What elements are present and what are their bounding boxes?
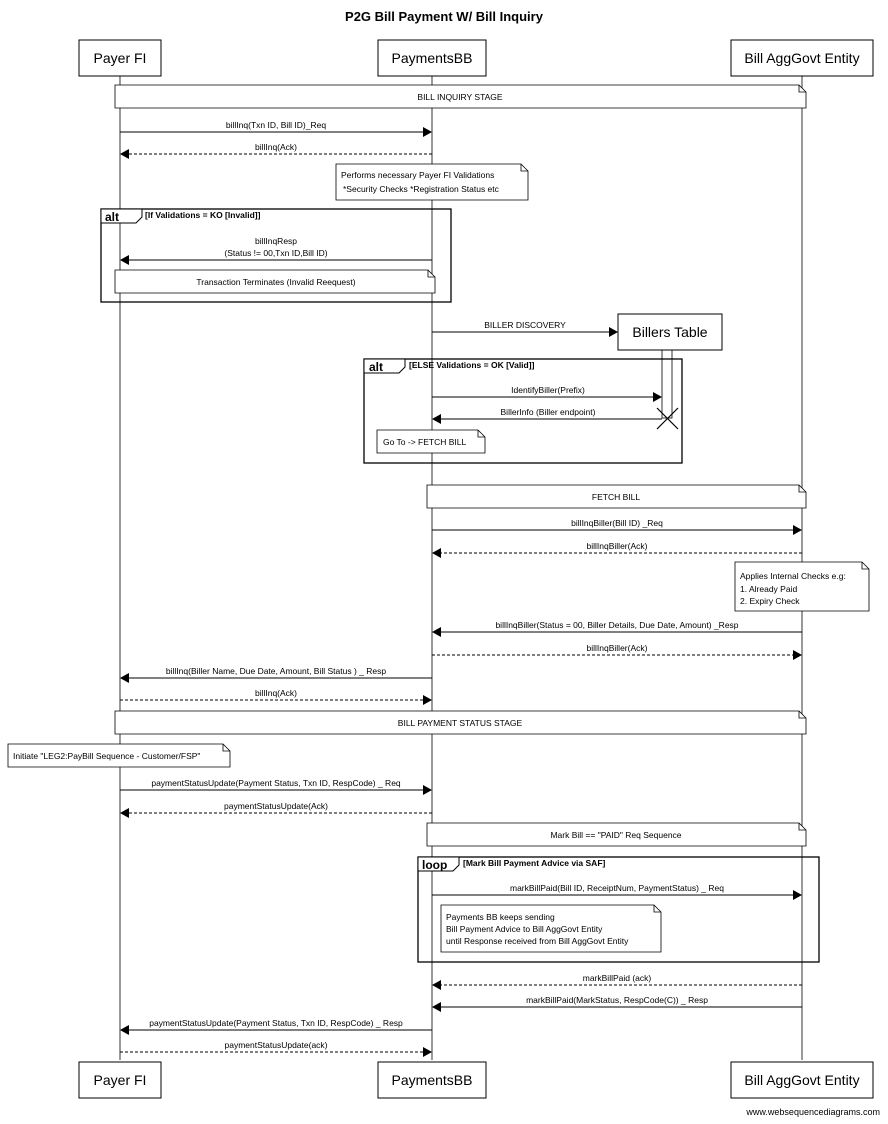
svg-text:BILL INQUIRY STAGE: BILL INQUIRY STAGE bbox=[417, 92, 503, 102]
svg-text:Payments BB keeps sending: Payments BB keeps sending bbox=[446, 912, 555, 922]
billers-table-activation bbox=[661, 349, 673, 419]
message-payment-status-update-req: paymentStatusUpdate(Payment Status, Txn … bbox=[120, 778, 432, 795]
message-biller-info: BillerInfo (Biller endpoint) bbox=[432, 407, 662, 424]
note-validations: Performs necessary Payer FI Validations … bbox=[335, 163, 529, 201]
svg-text:paymentStatusUpdate(Ack): paymentStatusUpdate(Ack) bbox=[224, 801, 328, 811]
billers-table-destroy-icon bbox=[656, 407, 679, 430]
svg-text:billInq(Txn ID, Bill ID)_Req: billInq(Txn ID, Bill ID)_Req bbox=[226, 120, 326, 130]
svg-text:Performs necessary Payer FI Va: Performs necessary Payer FI Validations bbox=[341, 170, 494, 180]
svg-text:loop: loop bbox=[422, 858, 447, 872]
svg-text:Mark Bill == "PAID" Req Sequen: Mark Bill == "PAID" Req Sequence bbox=[550, 830, 681, 840]
message-mark-bill-paid-resp: markBillPaid(MarkStatus, RespCode(C)) _ … bbox=[432, 995, 802, 1012]
svg-text:Initiate "LEG2:PayBill Sequenc: Initiate "LEG2:PayBill Sequence - Custom… bbox=[13, 751, 200, 761]
svg-text:alt: alt bbox=[369, 360, 383, 374]
svg-text:Go To -> FETCH BILL: Go To -> FETCH BILL bbox=[383, 437, 466, 447]
svg-text:(Status != 00,Txn ID,Bill ID): (Status != 00,Txn ID,Bill ID) bbox=[224, 248, 327, 258]
message-billinq-req: billInq(Txn ID, Bill ID)_Req bbox=[120, 120, 432, 137]
message-identify-biller: IdentifyBiller(Prefix) bbox=[432, 385, 662, 402]
svg-text:paymentStatusUpdate(Payment St: paymentStatusUpdate(Payment Status, Txn … bbox=[151, 778, 401, 788]
svg-text:1. Already Paid: 1. Already Paid bbox=[740, 584, 797, 594]
svg-text:PaymentsBB: PaymentsBB bbox=[392, 50, 473, 66]
message-billinqbiller-resp: billInqBiller(Status = 00, Biller Detail… bbox=[432, 620, 802, 637]
svg-text:[If Validations = KO [Invalid: [If Validations = KO [Invalid]] bbox=[145, 210, 261, 220]
alt-frame-invalid: alt [If Validations = KO [Invalid]] bbox=[100, 208, 452, 303]
note-mark-bill-paid-sequence: Mark Bill == "PAID" Req Sequence bbox=[426, 822, 807, 847]
message-billinqbiller-ack-2: billInqBiller(Ack) bbox=[432, 643, 802, 660]
svg-text:billInq(Biller Name, Due Date,: billInq(Biller Name, Due Date, Amount, B… bbox=[166, 666, 386, 676]
participant-biller-top: Bill AggGovt Entity bbox=[730, 39, 874, 77]
svg-text:billInqBiller(Bill ID) _Req: billInqBiller(Bill ID) _Req bbox=[571, 518, 663, 528]
svg-text:BillerInfo (Biller endpoint): BillerInfo (Biller endpoint) bbox=[501, 407, 596, 417]
note-transaction-terminates: Transaction Terminates (Invalid Reequest… bbox=[114, 269, 436, 294]
note-bill-payment-status-stage: BILL PAYMENT STATUS STAGE bbox=[114, 710, 807, 735]
message-payment-status-update-ack-2: paymentStatusUpdate(ack) bbox=[120, 1040, 432, 1057]
participant-payer-bottom: Payer FI bbox=[78, 1061, 162, 1099]
svg-text:Payer FI: Payer FI bbox=[94, 1072, 147, 1088]
alt-frame-valid: alt [ELSE Validations = OK [Valid]] bbox=[363, 358, 683, 464]
participant-payer-top: Payer FI bbox=[78, 39, 162, 77]
message-payment-status-update-resp: paymentStatusUpdate(Payment Status, Txn … bbox=[120, 1018, 432, 1035]
svg-text:Bill AggGovt Entity: Bill AggGovt Entity bbox=[744, 1072, 859, 1088]
svg-text:Bill Payment Advice to Bill Ag: Bill Payment Advice to Bill AggGovt Enti… bbox=[446, 924, 603, 934]
message-billinq-ack-2: billInq(Ack) bbox=[120, 688, 432, 705]
note-initiate-leg2: Initiate "LEG2:PayBill Sequence - Custom… bbox=[7, 743, 231, 768]
svg-text:Bill AggGovt Entity: Bill AggGovt Entity bbox=[744, 50, 859, 66]
svg-text:billInqBiller(Status = 00, Bil: billInqBiller(Status = 00, Biller Detail… bbox=[495, 620, 738, 630]
message-billinq-resp: billInq(Biller Name, Due Date, Amount, B… bbox=[120, 666, 432, 683]
svg-text:IdentifyBiller(Prefix): IdentifyBiller(Prefix) bbox=[511, 385, 585, 395]
participant-billers-table: Billers Table bbox=[617, 313, 723, 351]
svg-text:*Security Checks *Registration: *Security Checks *Registration Status et… bbox=[343, 184, 500, 194]
svg-text:Transaction Terminates (Invali: Transaction Terminates (Invalid Reequest… bbox=[196, 277, 355, 287]
svg-text:billInq(Ack): billInq(Ack) bbox=[255, 142, 297, 152]
svg-text:alt: alt bbox=[105, 210, 119, 224]
participant-payments-bottom: PaymentsBB bbox=[377, 1061, 487, 1099]
message-billinqbiller-req: billInqBiller(Bill ID) _Req bbox=[432, 518, 802, 535]
svg-text:[Mark Bill Payment Advice via: [Mark Bill Payment Advice via SAF] bbox=[463, 858, 606, 868]
message-mark-bill-paid-ack: markBillPaid (ack) bbox=[432, 973, 802, 990]
svg-text:Applies Internal Checks e.g:: Applies Internal Checks e.g: bbox=[740, 571, 846, 581]
svg-text:markBillPaid (ack): markBillPaid (ack) bbox=[583, 973, 652, 983]
svg-text:2. Expiry Check: 2. Expiry Check bbox=[740, 596, 800, 606]
svg-text:billInqBiller(Ack): billInqBiller(Ack) bbox=[587, 541, 648, 551]
svg-text:Billers Table: Billers Table bbox=[632, 324, 707, 340]
svg-text:FETCH BILL: FETCH BILL bbox=[592, 492, 640, 502]
svg-text:markBillPaid(MarkStatus, RespC: markBillPaid(MarkStatus, RespCode(C)) _ … bbox=[526, 995, 708, 1005]
message-biller-discovery: BILLER DISCOVERY bbox=[432, 320, 618, 337]
svg-text:PaymentsBB: PaymentsBB bbox=[392, 1072, 473, 1088]
participant-biller-bottom: Bill AggGovt Entity bbox=[730, 1061, 874, 1099]
svg-text:billInqBiller(Ack): billInqBiller(Ack) bbox=[587, 643, 648, 653]
note-goto-fetch-bill: Go To -> FETCH BILL bbox=[376, 429, 486, 454]
loop-frame-saf: loop [Mark Bill Payment Advice via SAF] bbox=[417, 856, 820, 963]
svg-text:billInq(Ack): billInq(Ack) bbox=[255, 688, 297, 698]
footer-watermark: www.websequencediagrams.com bbox=[745, 1107, 880, 1117]
note-internal-checks: Applies Internal Checks e.g: 1. Already … bbox=[734, 561, 870, 612]
participant-payments-top: PaymentsBB bbox=[377, 39, 487, 77]
message-mark-bill-paid-req: markBillPaid(Bill ID, ReceiptNum, Paymen… bbox=[432, 883, 802, 900]
svg-text:Payer FI: Payer FI bbox=[94, 50, 147, 66]
svg-text:until Response received from B: until Response received from Bill AggGov… bbox=[446, 936, 629, 946]
note-bill-inquiry-stage: BILL INQUIRY STAGE bbox=[114, 84, 807, 109]
message-payment-status-update-ack: paymentStatusUpdate(Ack) bbox=[120, 801, 432, 818]
svg-text:paymentStatusUpdate(ack): paymentStatusUpdate(ack) bbox=[225, 1040, 328, 1050]
message-billinqbiller-ack: billInqBiller(Ack) bbox=[432, 541, 802, 558]
message-billinqresp-invalid: billInqResp (Status != 00,Txn ID,Bill ID… bbox=[120, 236, 432, 265]
svg-text:markBillPaid(Bill ID, ReceiptN: markBillPaid(Bill ID, ReceiptNum, Paymen… bbox=[510, 883, 724, 893]
svg-text:paymentStatusUpdate(Payment St: paymentStatusUpdate(Payment Status, Txn … bbox=[149, 1018, 403, 1028]
diagram-title: P2G Bill Payment W/ Bill Inquiry bbox=[345, 9, 544, 24]
svg-text:BILLER DISCOVERY: BILLER DISCOVERY bbox=[484, 320, 566, 330]
note-fetch-bill: FETCH BILL bbox=[426, 484, 807, 509]
svg-text:BILL PAYMENT STATUS STAGE: BILL PAYMENT STATUS STAGE bbox=[398, 718, 523, 728]
note-keeps-sending: Payments BB keeps sending Bill Payment A… bbox=[440, 904, 662, 953]
svg-text:billInqResp: billInqResp bbox=[255, 236, 297, 246]
svg-text:[ELSE Validations = OK [Valid]: [ELSE Validations = OK [Valid]] bbox=[409, 360, 535, 370]
message-billinq-ack: billInq(Ack) bbox=[120, 142, 432, 159]
